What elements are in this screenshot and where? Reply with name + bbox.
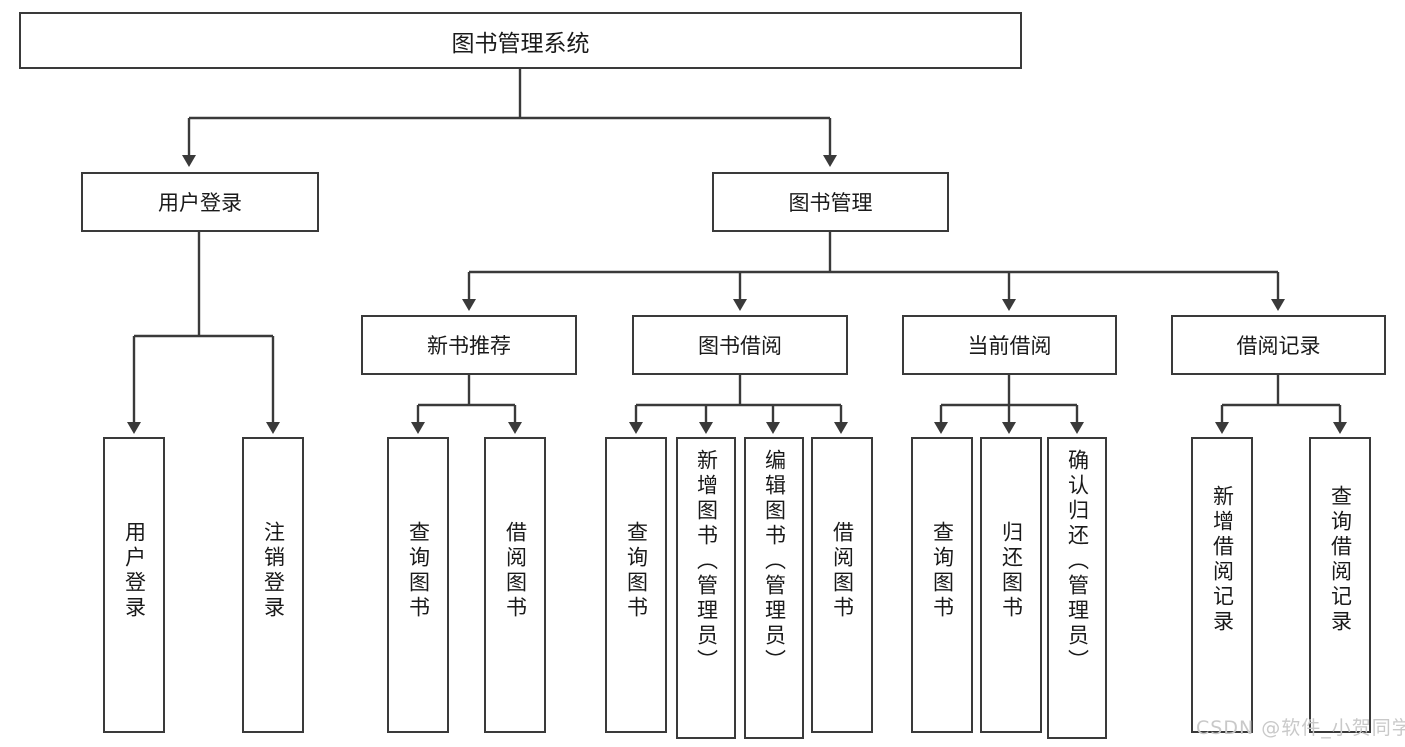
node-label: 借阅图书 bbox=[830, 521, 855, 621]
leaf-borrow-record-query[interactable]: 查询借阅记录 bbox=[1309, 437, 1371, 733]
leaf-user-login-login[interactable]: 用户登录 bbox=[103, 437, 165, 733]
leaf-borrow-record-add[interactable]: 新增借阅记录 bbox=[1191, 437, 1253, 733]
node-label: 查询图书 bbox=[624, 521, 649, 621]
node-label: 用户登录 bbox=[158, 191, 242, 215]
node-borrow-record[interactable]: 借阅记录 bbox=[1171, 315, 1386, 375]
node-new-book-recommend[interactable]: 新书推荐 bbox=[361, 315, 577, 375]
node-root-library-system[interactable]: 图书管理系统 bbox=[19, 12, 1022, 69]
csdn-watermark: CSDN @软件_小贺同学 bbox=[1196, 717, 1405, 739]
leaf-user-login-logout[interactable]: 注销登录 bbox=[242, 437, 304, 733]
node-label: 当前借阅 bbox=[967, 334, 1052, 358]
leaf-current-borrow-confirm-return-admin[interactable]: 确认归还（管理员） bbox=[1047, 437, 1107, 739]
leaf-current-borrow-return[interactable]: 归还图书 bbox=[980, 437, 1042, 733]
node-book-management[interactable]: 图书管理 bbox=[712, 172, 949, 232]
node-label: 图书管理系统 bbox=[451, 30, 590, 57]
node-label: 新增借阅记录 bbox=[1210, 485, 1235, 635]
node-label: 用户登录 bbox=[122, 521, 147, 621]
leaf-new-book-query[interactable]: 查询图书 bbox=[387, 437, 449, 733]
node-label: 图书管理 bbox=[788, 191, 873, 215]
node-label: 确认归还（管理员） bbox=[1065, 449, 1090, 674]
node-label: 新书推荐 bbox=[427, 334, 511, 358]
node-label: 借阅记录 bbox=[1236, 334, 1321, 358]
node-book-borrow[interactable]: 图书借阅 bbox=[632, 315, 848, 375]
leaf-current-borrow-query[interactable]: 查询图书 bbox=[911, 437, 973, 733]
node-label: 查询图书 bbox=[406, 521, 431, 621]
node-label: 图书借阅 bbox=[698, 334, 782, 358]
node-label: 借阅图书 bbox=[503, 521, 528, 621]
leaf-new-book-borrow[interactable]: 借阅图书 bbox=[484, 437, 546, 733]
node-label: 新增图书（管理员） bbox=[694, 449, 719, 674]
leaf-book-borrow-borrow-book[interactable]: 借阅图书 bbox=[811, 437, 873, 733]
node-user-login[interactable]: 用户登录 bbox=[81, 172, 319, 232]
node-label: 查询借阅记录 bbox=[1328, 485, 1353, 635]
leaf-book-borrow-query[interactable]: 查询图书 bbox=[605, 437, 667, 733]
node-current-borrow[interactable]: 当前借阅 bbox=[902, 315, 1117, 375]
leaf-book-borrow-edit-book-admin[interactable]: 编辑图书（管理员） bbox=[744, 437, 804, 739]
leaf-book-borrow-add-book-admin[interactable]: 新增图书（管理员） bbox=[676, 437, 736, 739]
node-label: 编辑图书（管理员） bbox=[762, 449, 787, 674]
node-label: 查询图书 bbox=[930, 521, 955, 621]
node-label: 归还图书 bbox=[999, 521, 1024, 621]
node-label: 注销登录 bbox=[261, 521, 286, 621]
